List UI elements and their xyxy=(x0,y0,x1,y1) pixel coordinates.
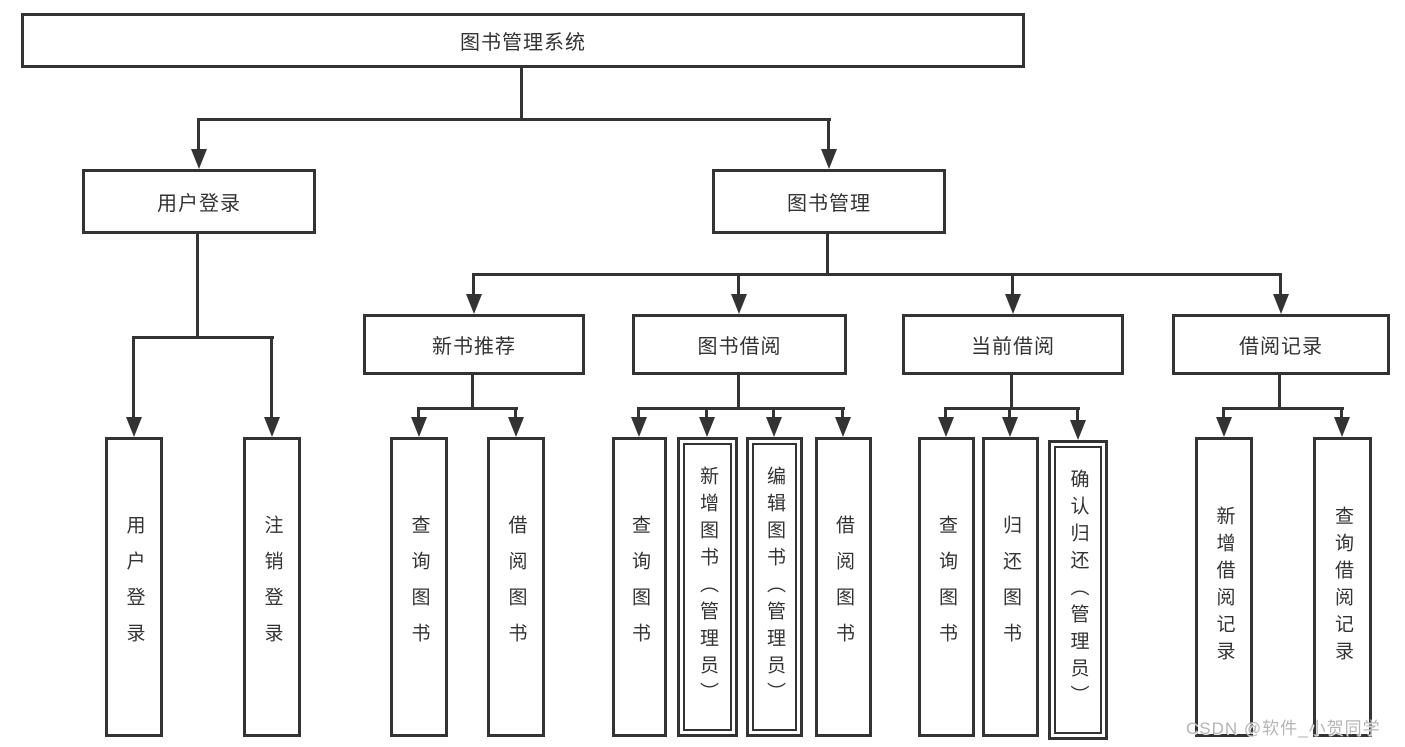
arrow-stem xyxy=(270,336,273,421)
arrow-down-icon xyxy=(1334,407,1350,437)
arrow-stem xyxy=(132,336,135,421)
leaf-borrow-books-recommend: 借阅图书 xyxy=(487,437,545,737)
leaf-query-books-current: 查询图书 xyxy=(918,437,975,737)
arrow-down-icon xyxy=(1002,407,1018,437)
arrow-stem xyxy=(1011,273,1014,298)
arrow-head xyxy=(1334,417,1350,437)
arrow-down-icon xyxy=(1070,407,1086,440)
arrow-stem xyxy=(841,407,844,421)
arrow-head xyxy=(126,417,142,437)
connector-bookmgmt-branch xyxy=(474,273,1281,276)
connector-currentborrow-stem xyxy=(1010,375,1013,407)
arrow-down-icon xyxy=(466,273,482,314)
arrow-down-icon xyxy=(264,336,280,437)
arrow-down-icon xyxy=(1005,273,1021,314)
arrow-stem xyxy=(705,407,708,421)
arrow-head xyxy=(938,417,954,437)
leaf-logout-login: 注销登录 xyxy=(243,437,301,737)
leaf-return-book: 归还图书 xyxy=(982,437,1039,737)
node-current-borrow: 当前借阅 xyxy=(902,314,1124,375)
arrow-head xyxy=(699,417,715,437)
arrow-stem xyxy=(1076,407,1079,424)
node-user-login: 用户登录 xyxy=(82,169,316,234)
leaf-confirm-return-admin: 确认归还（管理员） xyxy=(1048,440,1108,740)
arrow-stem xyxy=(737,273,740,298)
arrow-down-icon xyxy=(631,407,647,437)
arrow-down-icon xyxy=(766,407,782,437)
connector-userlogin-stem xyxy=(196,233,199,336)
connector-userlogin-branch xyxy=(134,336,274,339)
leaf-add-book-admin: 新增图书（管理员） xyxy=(677,437,738,737)
node-library-management-system: 图书管理系统 xyxy=(21,13,1025,68)
connector-newbook-branch xyxy=(419,407,518,410)
leaf-query-books-recommend: 查询图书 xyxy=(390,437,448,737)
arrow-down-icon xyxy=(938,407,954,437)
arrow-head xyxy=(1002,417,1018,437)
arrow-down-icon xyxy=(699,407,715,437)
arrow-stem xyxy=(944,407,947,421)
arrow-head xyxy=(466,294,482,314)
leaf-query-borrow-record: 查询借阅记录 xyxy=(1313,437,1372,737)
arrow-head xyxy=(411,417,427,437)
arrow-stem xyxy=(514,407,517,421)
leaf-borrow-books: 借阅图书 xyxy=(815,437,872,737)
arrow-head xyxy=(264,417,280,437)
leaf-edit-book-admin: 编辑图书（管理员） xyxy=(746,437,803,737)
arrow-head xyxy=(191,149,207,169)
arrow-head xyxy=(1216,417,1232,437)
arrow-stem xyxy=(1222,407,1225,421)
leaf-user-login: 用户登录 xyxy=(105,437,163,737)
arrow-stem xyxy=(1279,273,1282,298)
arrow-down-icon xyxy=(731,273,747,314)
arrow-down-icon xyxy=(508,407,524,437)
arrow-head xyxy=(835,417,851,437)
arrow-down-icon xyxy=(1273,273,1289,314)
arrow-stem xyxy=(472,273,475,298)
arrow-down-icon xyxy=(835,407,851,437)
connector-root-branch xyxy=(199,118,831,121)
arrow-down-icon xyxy=(1216,407,1232,437)
arrow-stem xyxy=(417,407,420,421)
node-book-borrow: 图书借阅 xyxy=(632,314,847,375)
connector-newbook-stem xyxy=(471,375,474,407)
arrow-stem xyxy=(637,407,640,421)
arrow-head xyxy=(1005,294,1021,314)
connector-bookborrow-stem xyxy=(737,375,740,407)
arrow-stem xyxy=(1008,407,1011,421)
connector-bookmgmt-stem xyxy=(826,233,829,273)
connector-bookborrow-branch xyxy=(639,407,845,410)
leaf-query-books-borrow: 查询图书 xyxy=(612,437,667,737)
arrow-stem xyxy=(772,407,775,421)
arrow-stem xyxy=(197,118,200,153)
connector-root-stem xyxy=(520,68,523,118)
node-borrow-records: 借阅记录 xyxy=(1172,314,1390,375)
arrow-down-icon xyxy=(191,118,207,169)
arrow-head xyxy=(766,417,782,437)
node-new-book-recommend: 新书推荐 xyxy=(363,314,585,375)
arrow-head xyxy=(631,417,647,437)
arrow-stem xyxy=(827,118,830,153)
node-book-management: 图书管理 xyxy=(712,169,946,234)
arrow-down-icon xyxy=(821,118,837,169)
arrow-head xyxy=(731,294,747,314)
leaf-add-borrow-record: 新增借阅记录 xyxy=(1195,437,1253,737)
connector-currentborrow-branch xyxy=(946,407,1080,410)
connector-borrowrecords-stem xyxy=(1278,375,1281,407)
connector-borrowrecords-branch xyxy=(1224,407,1344,410)
arrow-head xyxy=(1070,420,1086,440)
arrow-head xyxy=(508,417,524,437)
csdn-watermark: CSDN @软件_小贺同学 xyxy=(1186,719,1381,738)
arrow-down-icon xyxy=(411,407,427,437)
arrow-head xyxy=(821,149,837,169)
arrow-head xyxy=(1273,294,1289,314)
arrow-stem xyxy=(1340,407,1343,421)
arrow-down-icon xyxy=(126,336,142,437)
